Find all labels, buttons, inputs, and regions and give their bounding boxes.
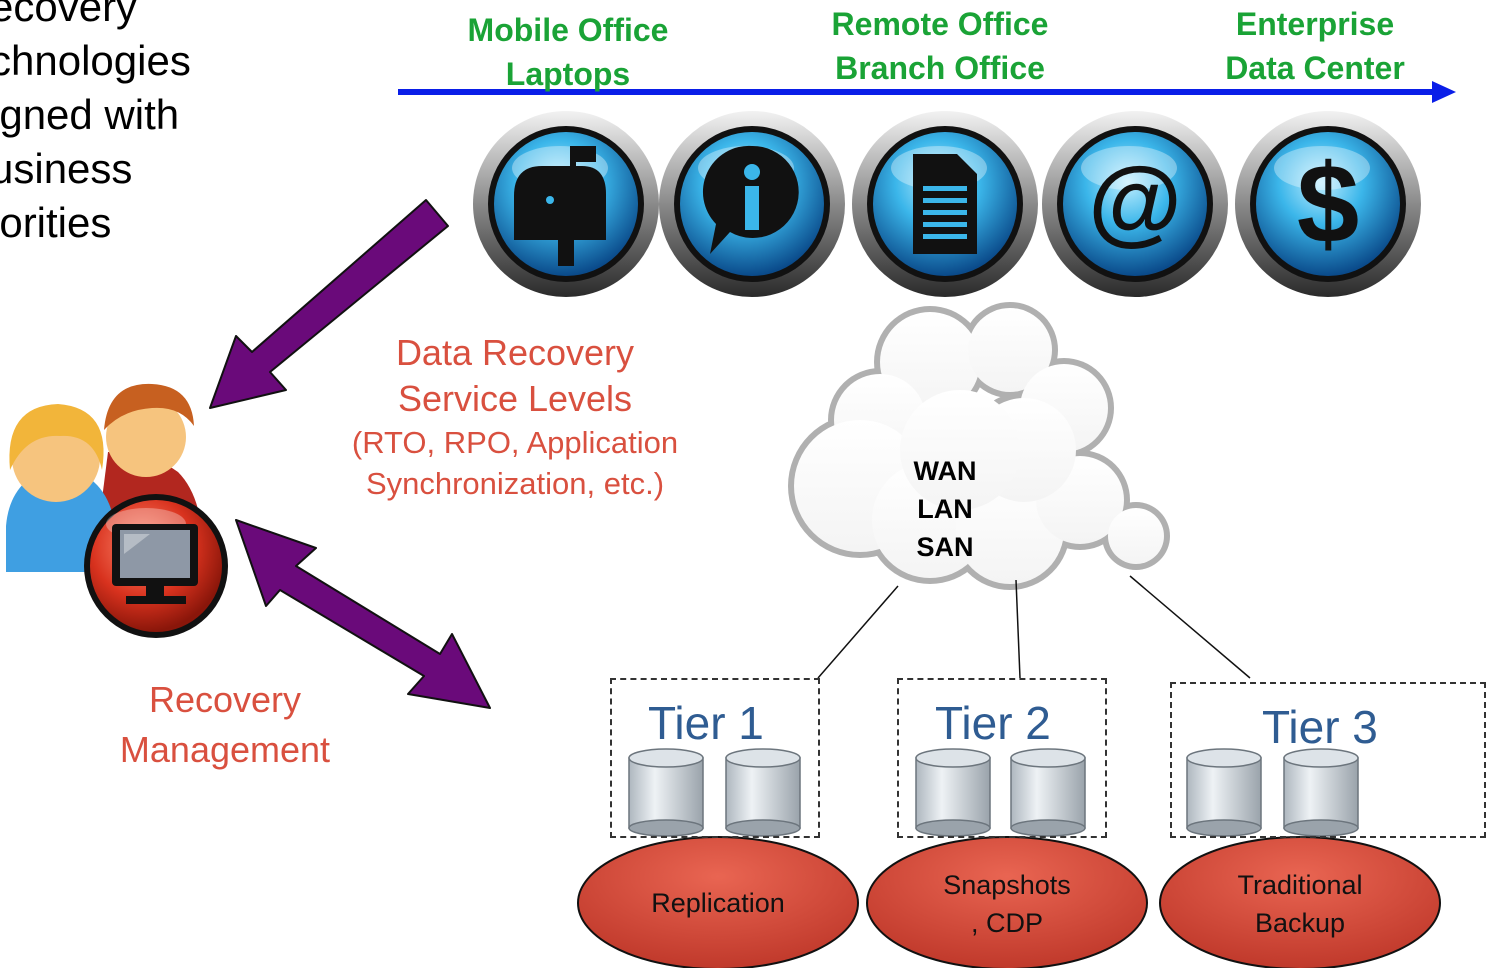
service-levels-label: Data Recovery Service Levels (RTO, RPO, … (351, 332, 679, 501)
technology-ellipses (577, 836, 1441, 968)
monitor-icon (84, 494, 228, 638)
svg-text:$: $ (1297, 141, 1359, 266)
storage-cylinders (628, 748, 1359, 837)
tier-2-box (897, 678, 1107, 838)
dollar-icon: $ (1235, 111, 1421, 297)
info-bubble-icon (659, 111, 845, 297)
recovery-management-arrow (235, 519, 491, 709)
tier-1-box (610, 678, 820, 838)
intro-line: ecovery (0, 0, 138, 30)
axis-arrow (398, 81, 1456, 103)
at-sign-icon: @ (1042, 111, 1228, 297)
intro-line: usiness (0, 145, 133, 192)
document-icon (852, 111, 1038, 297)
network-cloud (788, 302, 1170, 590)
replication-label: Replication (651, 888, 785, 918)
axis-label-mobile-office: Mobile Office Laptops (467, 12, 669, 92)
intro-line: iorities (0, 199, 112, 246)
disk-icon (725, 748, 801, 837)
tier-1-label: Tier 1 (648, 697, 764, 749)
intro-text: ecovery chnologies igned with usiness io… (0, 0, 191, 250)
disk-icon (1186, 748, 1262, 837)
traditional-backup-label: Traditional Backup (1237, 870, 1363, 938)
service-level-arrow (209, 199, 449, 409)
intro-line: chnologies (0, 37, 191, 84)
snapshots-cdp-label: Snapshots , CDP (943, 870, 1071, 938)
axis-label-remote-office: Remote Office Branch Office (831, 6, 1049, 86)
disk-icon (1283, 748, 1359, 837)
app-buttons: @ $ (473, 111, 1421, 297)
svg-text:@: @ (1088, 148, 1182, 255)
axis-label-enterprise: Enterprise Data Center (1225, 6, 1405, 86)
network-label: WAN LAN SAN (913, 456, 977, 562)
disk-icon (628, 748, 704, 837)
tier-3-box (1170, 682, 1486, 838)
tier-2-label: Tier 2 (935, 697, 1051, 749)
disk-icon (915, 748, 991, 837)
mailbox-icon (473, 111, 659, 297)
disk-icon (1010, 748, 1086, 837)
tier-connectors (817, 575, 1251, 679)
recovery-management-label: Recovery Management (119, 679, 331, 770)
tier-3-label: Tier 3 (1262, 701, 1378, 753)
intro-line: igned with (0, 91, 180, 138)
